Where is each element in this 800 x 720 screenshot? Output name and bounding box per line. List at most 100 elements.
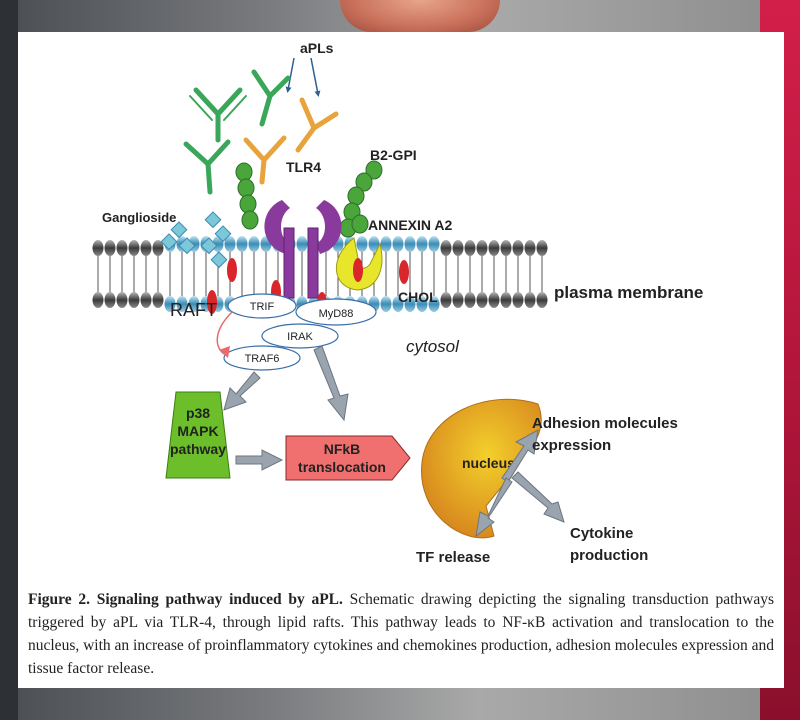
lipid-head-bottom [500,292,512,308]
apls-arrow-right [310,57,321,97]
lipid-head-top [104,240,116,256]
svg-text:MAPK: MAPK [177,423,218,439]
lipid-head-top [404,236,416,252]
lipid-head-top [92,240,104,256]
svg-text:p38: p38 [186,405,210,421]
arrow-to-cytokine [511,471,565,523]
lipid-head-bottom [512,292,524,308]
arrow-to-tf-release [475,477,513,538]
lipid-head-bottom [476,292,488,308]
svg-text:NFkB: NFkB [324,441,361,457]
adhesion-label-line2: expression [532,437,611,454]
lipid-head-top [464,240,476,256]
lipid-head-top [392,236,404,252]
lipid-head-bottom [152,292,164,308]
lipid-head-bottom [176,296,188,312]
nucleus-label: nucleus [462,455,515,471]
lipid-head-top [212,236,224,252]
annexin-label: ANNEXIN A2 [368,217,452,233]
lipid-head-top [236,236,248,252]
cytosol-label: cytosol [406,337,460,356]
chol-label: CHOL [398,289,438,305]
lipid-head-bottom [92,292,104,308]
trif-to-traf6-arrowhead [219,346,230,358]
antibody-orange-2 [243,135,287,185]
lipid-head-top [140,240,152,256]
svg-text:translocation: translocation [298,459,386,475]
p38-mapk-box: p38 MAPK pathway [165,391,231,479]
lipid-head-top [488,240,500,256]
lipid-head-top [512,240,524,256]
background-dark-edge [0,0,18,720]
antibody-green-2 [251,69,291,127]
arrow-p38-to-nfkb [235,449,284,471]
svg-text:pathway: pathway [170,441,226,457]
lipid-head-bottom [452,292,464,308]
adaptor-traf6: TRAF6 [223,345,301,371]
apls-arrow-left [285,57,295,93]
ganglioside-glycans [160,211,232,269]
lipid-head-bottom [464,292,476,308]
lipid-head-bottom [488,292,500,308]
trif-to-traf6-arrow [216,311,233,355]
figure-panel: aPLs TLR4 [18,32,784,688]
b2gpi-left [235,162,259,230]
lipid-head-bottom [404,296,416,312]
lipid-head-bottom [188,296,200,312]
adaptor-irak: IRAK [261,323,339,349]
lipid-head-top [380,236,392,252]
caption-title: Figure 2. Signaling pathway induced by a… [28,591,343,608]
lipid-head-bottom [428,296,440,312]
background-hand [340,0,500,32]
lipid-head-bottom [392,296,404,312]
lipid-head-top [296,236,308,252]
lipid-head-top [524,240,536,256]
lipid-head-top [536,240,548,256]
nfkb-translocation-box: NFkB translocation [285,435,411,481]
lipid-head-bottom [524,292,536,308]
tf-release-label: TF release [416,549,490,566]
lipid-head-bottom [104,292,116,308]
b2gpi-label: B2-GPI [370,147,417,163]
tlr4-receptor [264,200,342,299]
lipid-head-bottom [416,296,428,312]
plasma-membrane-label: plasma membrane [554,283,703,302]
lipid-head-bottom [116,292,128,308]
arrow-to-adhesion [501,429,539,483]
cytokine-label-line1: Cytokine [570,525,633,542]
svg-text:MyD88: MyD88 [319,308,354,320]
lipid-head-top [476,240,488,256]
lipid-head-top [248,236,260,252]
raft-label: RAFT [170,300,217,320]
antibody-green-1 [189,87,247,143]
caption-text: Schematic drawing depicting the signalin… [28,591,774,677]
antibody-green-3 [183,139,231,195]
lipid-head-bottom [164,296,176,312]
svg-text:TRAF6: TRAF6 [245,353,280,365]
adhesion-label-line1: Adhesion molecules [532,415,678,432]
lipid-head-top [128,240,140,256]
antibody-orange-1 [295,97,339,153]
lipid-head-bottom [128,292,140,308]
lipid-head-top [416,236,428,252]
lipid-head-top [152,240,164,256]
signaling-diagram: aPLs TLR4 [92,40,703,566]
lipid-head-bottom [440,292,452,308]
lipid-head-top [428,236,440,252]
cytokine-label-line2: production [570,547,648,564]
lipid-head-top [500,240,512,256]
adaptor-myd88: MyD88 [295,298,377,326]
apls-label: aPLs [300,40,334,56]
lipid-head-top [440,240,452,256]
figure-caption: Figure 2. Signaling pathway induced by a… [28,588,774,680]
lipid-head-bottom [140,292,152,308]
lipid-head-top [452,240,464,256]
svg-text:TRIF: TRIF [250,301,275,313]
adaptor-trif: TRIF [227,293,297,319]
lipid-head-top [116,240,128,256]
lipid-head-bottom [536,292,548,308]
svg-text:IRAK: IRAK [287,331,313,343]
b2gpi-right [339,160,383,238]
lipid-head-top [368,236,380,252]
lipid-head-bottom [380,296,392,312]
